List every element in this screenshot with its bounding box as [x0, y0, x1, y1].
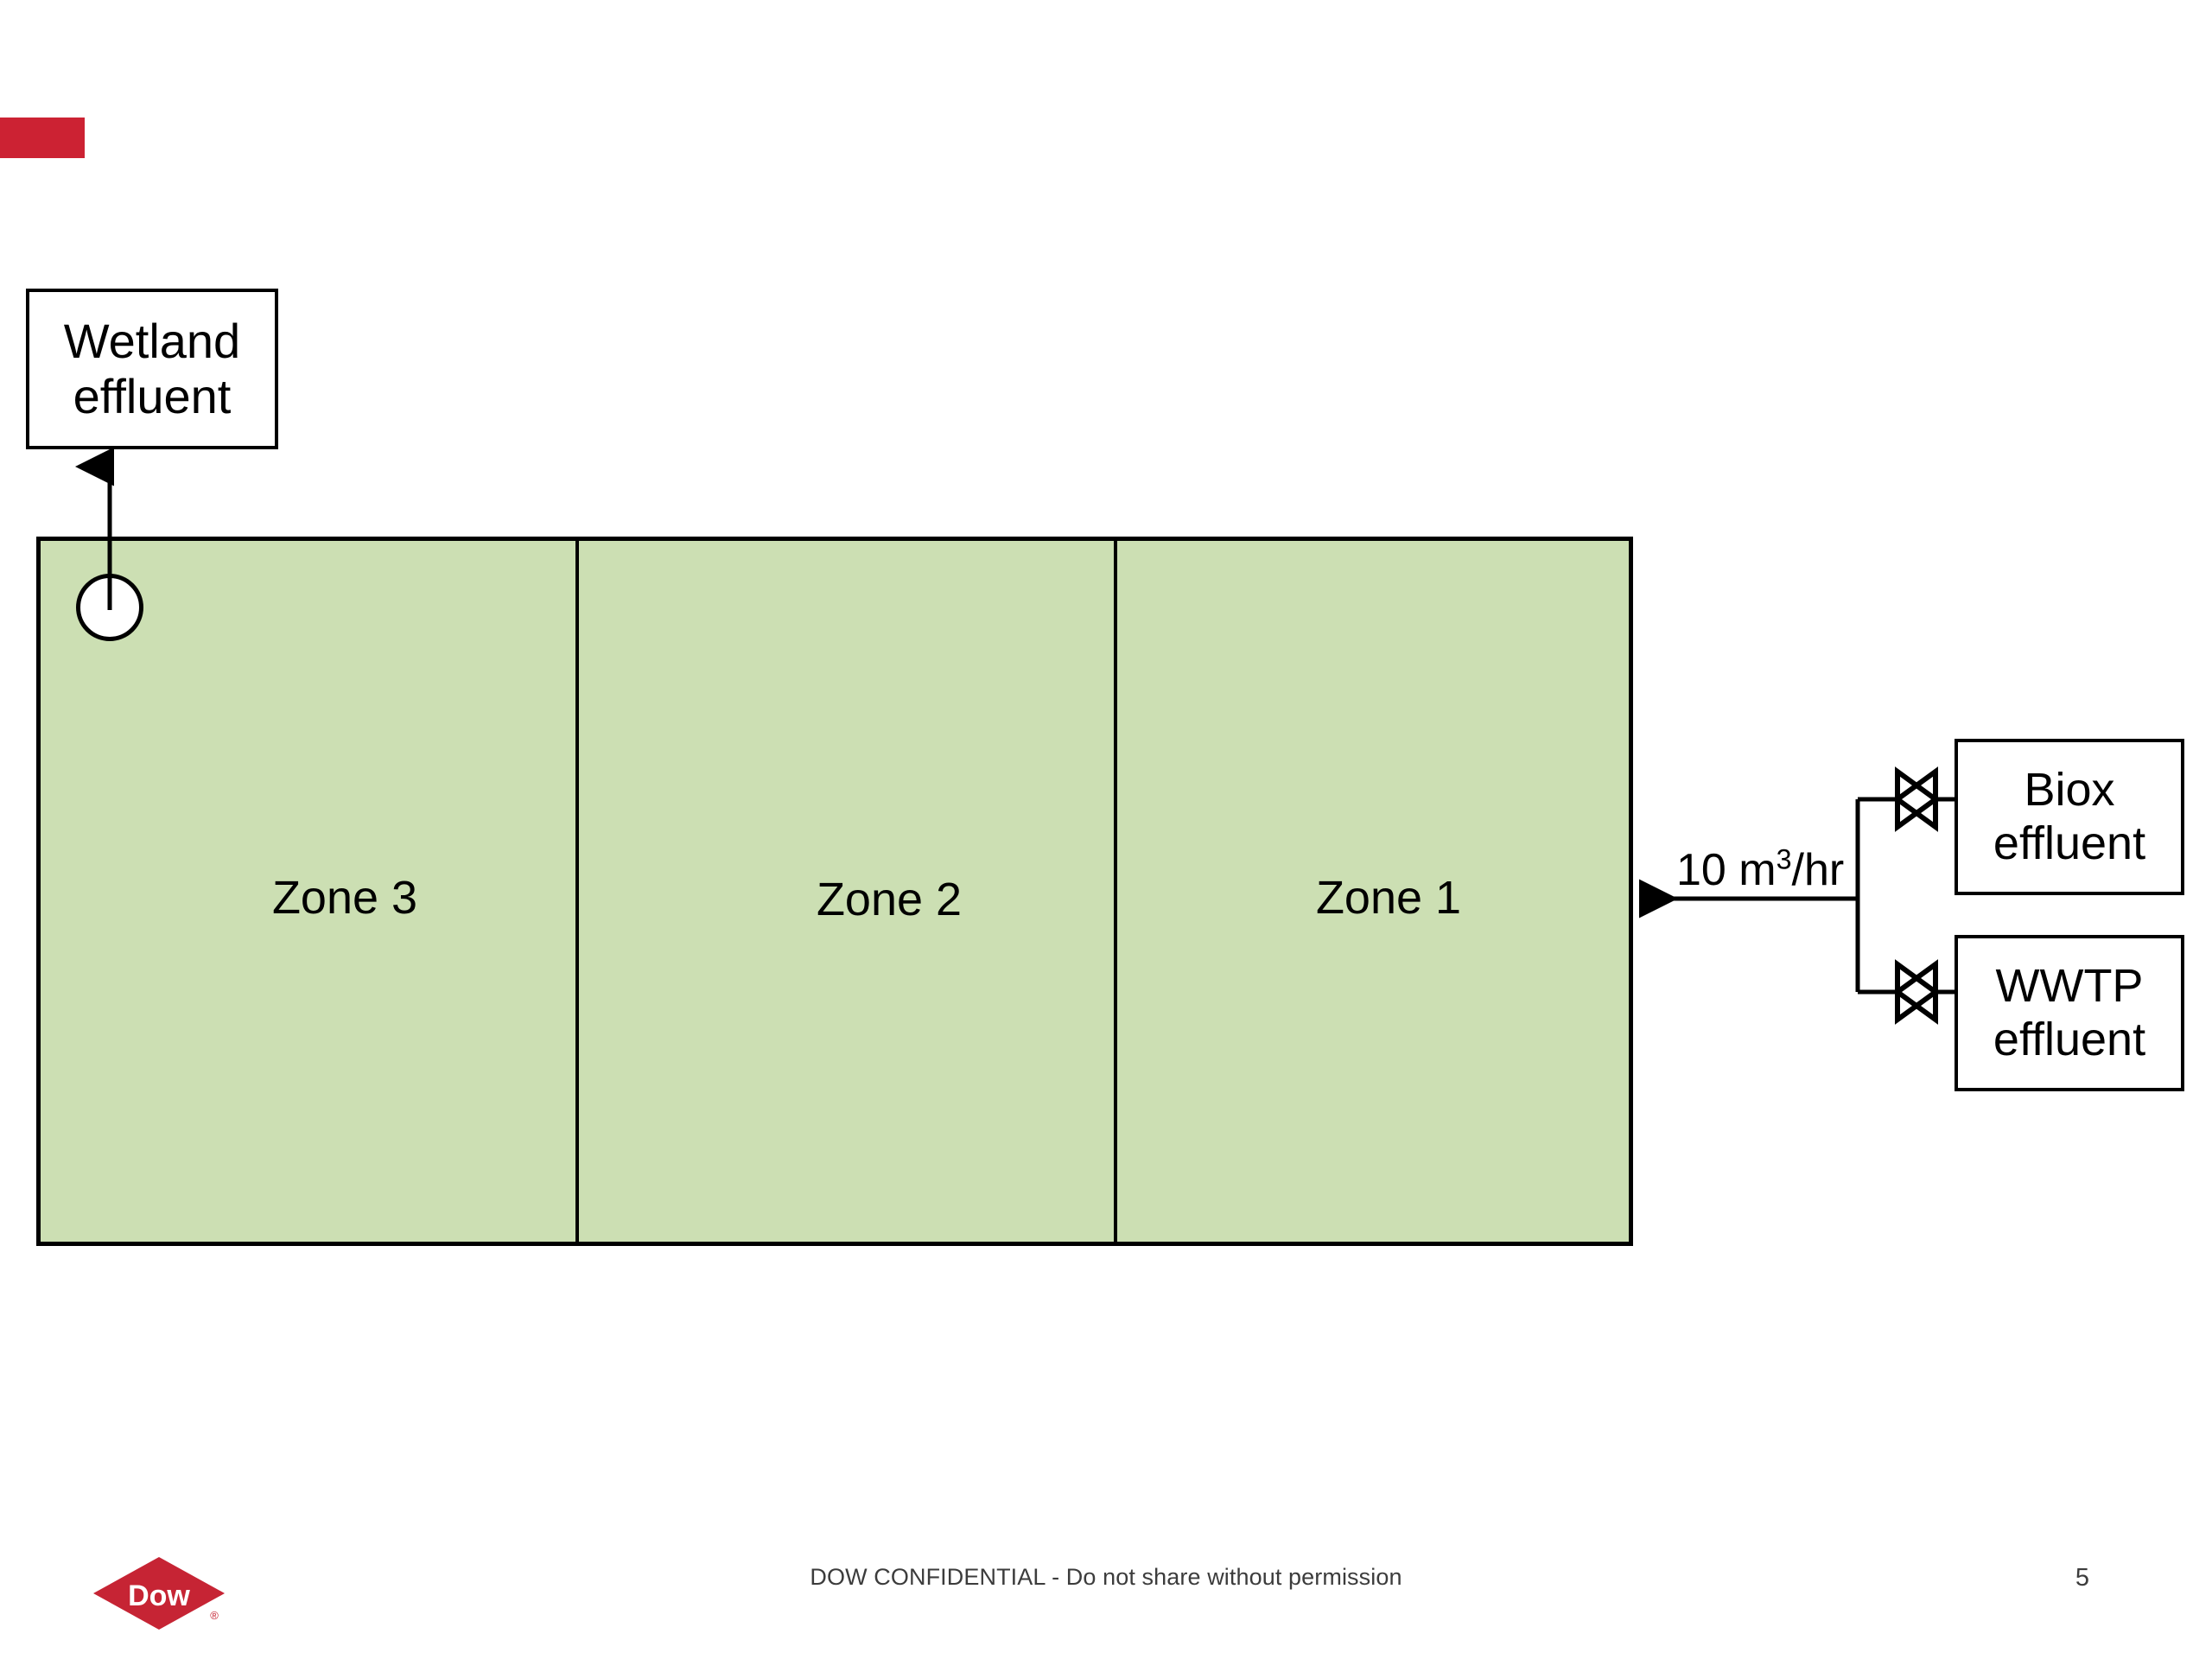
wwtp-effluent-box: WWTP effluent: [1955, 935, 2184, 1091]
flow-rate-unit-exponent: 3: [1776, 843, 1792, 875]
zone-label-zone-1: Zone 1: [1315, 872, 1462, 924]
dow-logo-text: Dow: [128, 1580, 190, 1612]
biox-effluent-box: Biox effluent: [1955, 739, 2184, 895]
page-number: 5: [2075, 1564, 2090, 1592]
accent-bar: [0, 118, 85, 158]
biox-valve-icon: [1892, 766, 1941, 832]
biox-effluent-label-line2: effluent: [1993, 817, 2146, 869]
zone-divider-3-2: [575, 541, 579, 1242]
wwtp-effluent-label-line1: WWTP: [1995, 959, 2144, 1012]
wetland-outlet-port-icon: [76, 574, 143, 641]
flow-rate-unit-base: m: [1726, 845, 1777, 895]
flow-rate-unit-tail: /hr: [1791, 845, 1845, 895]
wetland-effluent-box: Wetland effluent: [26, 289, 278, 449]
wwtp-valve-icon: [1892, 959, 1941, 1025]
dow-logo: Dow ®: [93, 1557, 225, 1630]
biox-effluent-label-line1: Biox: [2024, 763, 2115, 816]
wetland-zones-slab: Zone 3 Zone 2 Zone 1: [36, 537, 1633, 1246]
zone-label-zone-2: Zone 2: [816, 874, 963, 925]
zone-label-zone-3: Zone 3: [271, 872, 418, 924]
wwtp-effluent-label-line2: effluent: [1993, 1013, 2146, 1065]
wetland-effluent-label-line2: effluent: [73, 369, 232, 423]
wetland-effluent-label-line1: Wetland: [63, 314, 241, 369]
dow-logo-registered-icon: ®: [210, 1609, 219, 1622]
flow-rate-label: 10 m3/hr: [1676, 844, 1844, 896]
zone-divider-2-1: [1114, 541, 1117, 1242]
confidential-notice: DOW CONFIDENTIAL - Do not share without …: [810, 1564, 1402, 1590]
flow-rate-value: 10: [1676, 845, 1726, 895]
